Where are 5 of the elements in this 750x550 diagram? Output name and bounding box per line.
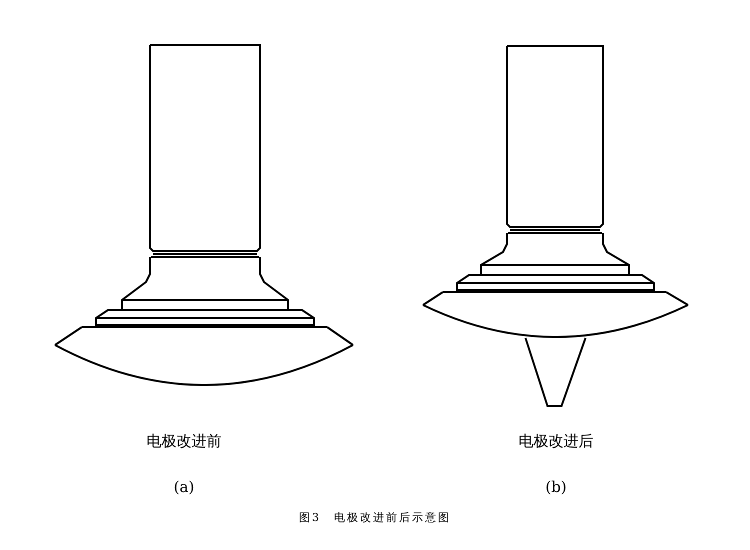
panel-label: (a) bbox=[174, 478, 194, 496]
figure-caption: 图3 电极改进前后示意图 bbox=[299, 510, 451, 525]
panel-label: (b) bbox=[545, 478, 567, 496]
caption-text: 电极改进后 bbox=[518, 432, 594, 451]
caption-text: 电极改进前 bbox=[146, 432, 222, 451]
